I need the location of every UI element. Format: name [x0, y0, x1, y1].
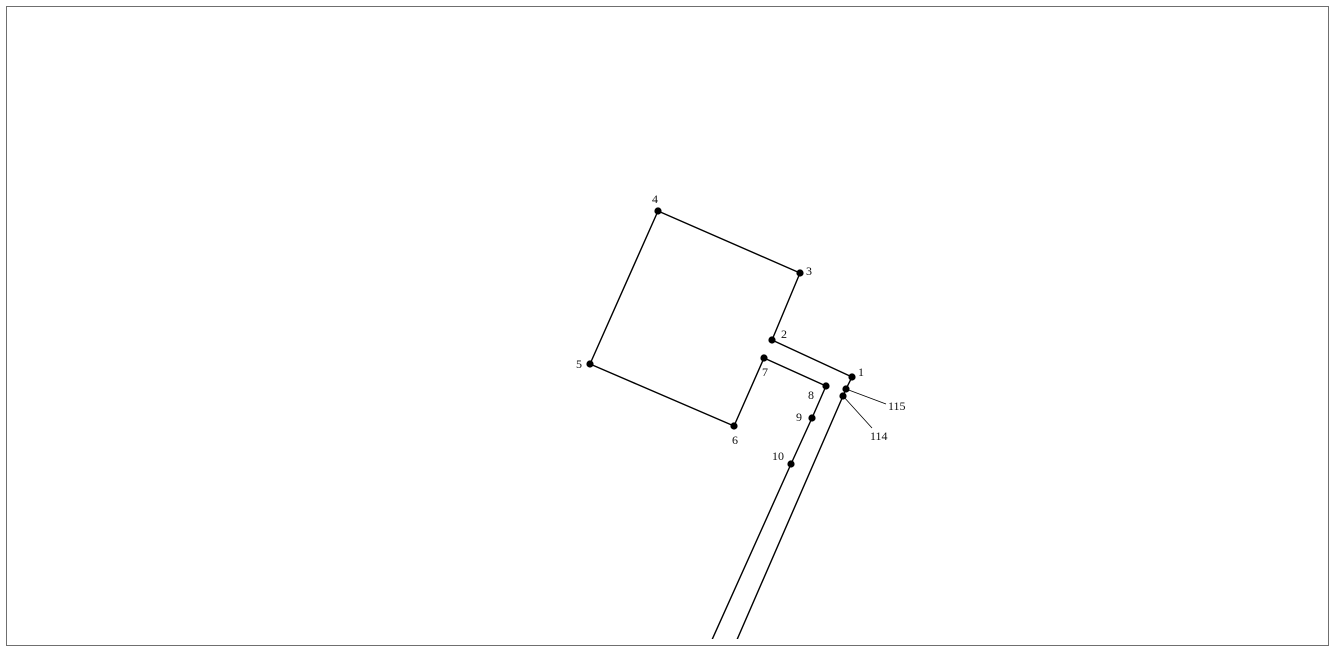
- vertex-1: [848, 373, 856, 381]
- edge-4-5: [589, 210, 659, 365]
- label-vertex-114: 114: [870, 429, 888, 443]
- vertex-115: [842, 385, 850, 393]
- leader-115: [845, 388, 887, 405]
- vertex-3: [796, 269, 804, 277]
- vertex-labels: 1 2 3 4 5 6 7 8 9 10 114 115: [576, 192, 906, 463]
- boundary-edges: [589, 210, 853, 639]
- boundary-vertices: [586, 207, 856, 468]
- label-leader-lines: [842, 388, 887, 429]
- vertex-114: [839, 392, 847, 400]
- vertex-7: [760, 354, 768, 362]
- edge-5-6: [589, 363, 735, 427]
- label-vertex-6: 6: [732, 433, 738, 447]
- vertex-2: [768, 336, 776, 344]
- edge-7-8: [763, 357, 827, 387]
- label-vertex-8: 8: [808, 388, 814, 402]
- edge-2-3: [771, 272, 801, 341]
- label-vertex-4: 4: [652, 192, 658, 206]
- label-vertex-7: 7: [762, 365, 768, 379]
- edge-6-7: [733, 357, 765, 427]
- edge-9-10: [790, 417, 813, 465]
- vertex-4: [654, 207, 662, 215]
- vertex-5: [586, 360, 594, 368]
- leader-114: [842, 395, 873, 429]
- label-vertex-3: 3: [806, 264, 812, 278]
- label-vertex-2: 2: [781, 327, 787, 341]
- label-vertex-1: 1: [858, 365, 864, 379]
- edge-10-down: [711, 463, 792, 639]
- vertex-10: [787, 460, 795, 468]
- edge-114-down: [736, 395, 844, 639]
- edge-3-4: [657, 210, 801, 274]
- drawing-frame: [6, 6, 1329, 646]
- vertex-6: [730, 422, 738, 430]
- label-vertex-5: 5: [576, 357, 582, 371]
- label-vertex-10: 10: [772, 449, 784, 463]
- edge-1-2: [771, 339, 853, 378]
- label-vertex-9: 9: [796, 410, 802, 424]
- edge-8-9: [811, 385, 827, 419]
- vertex-9: [808, 414, 816, 422]
- label-vertex-115: 115: [888, 399, 906, 413]
- vertex-8: [822, 382, 830, 390]
